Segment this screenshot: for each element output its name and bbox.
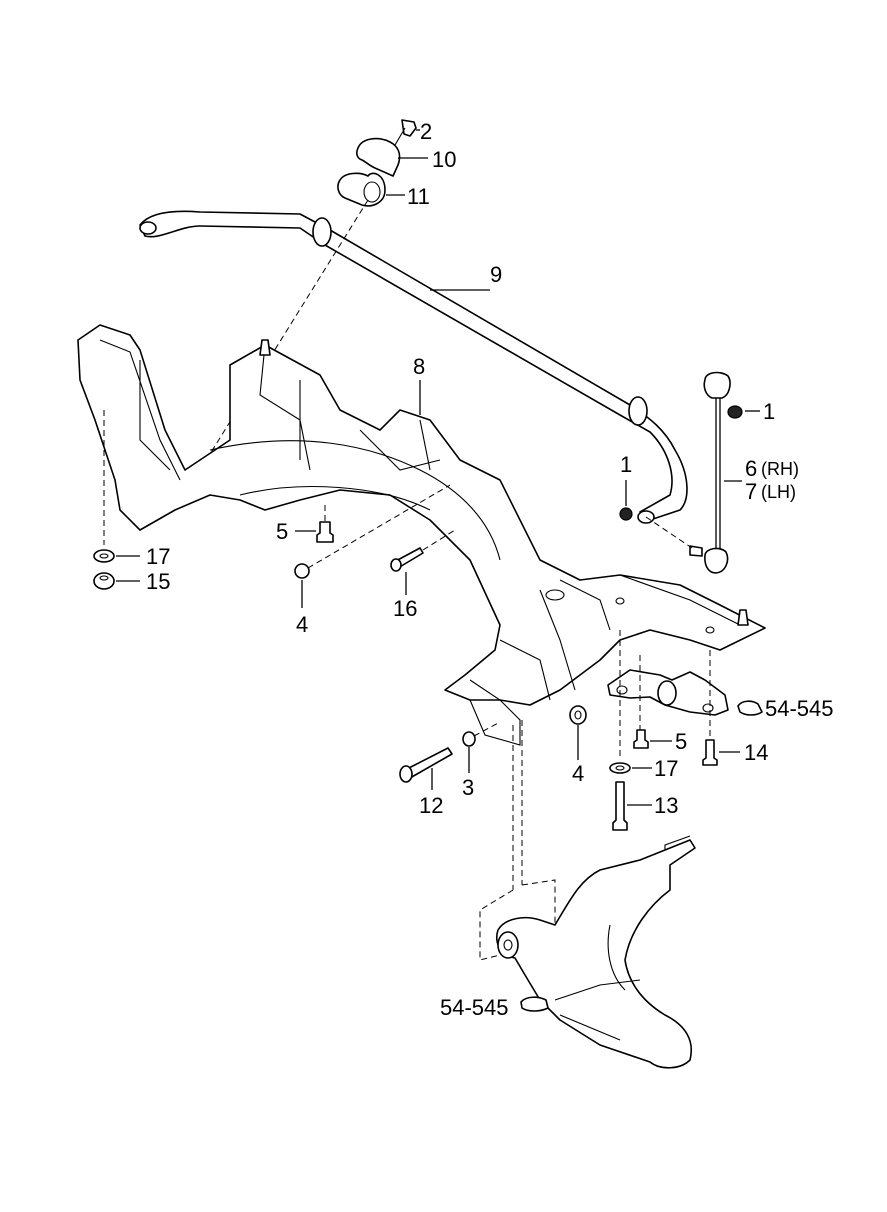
- label-3: 3: [462, 775, 474, 800]
- bushing-11: [337, 172, 386, 207]
- bolt-14: [702, 739, 718, 766]
- label-9: 9: [490, 262, 502, 287]
- callout-labels: 2 10 11 9 8 1 1 6 (RH) 7 (LH) 17 15 5 4 …: [146, 119, 834, 1020]
- washer-3: [462, 731, 476, 747]
- label-5-left: 5: [276, 519, 288, 544]
- label-11: 11: [407, 184, 430, 209]
- label-1-upper: 1: [763, 399, 775, 424]
- lower-arm-bracket: [607, 669, 729, 716]
- stabilizer-link: [689, 371, 731, 574]
- bushing-15: [93, 572, 115, 590]
- leader-lines: [116, 129, 760, 806]
- label-4-right: 4: [572, 761, 584, 786]
- label-15: 15: [146, 569, 170, 594]
- pointer-hand-1: [737, 700, 763, 716]
- label-7-lh: (LH): [761, 482, 796, 502]
- nut-1-upper: [727, 405, 743, 419]
- label-54-545-lower: 54-545: [440, 995, 509, 1020]
- label-6: 6: [745, 456, 757, 481]
- bolt-13: [612, 781, 628, 831]
- label-14: 14: [744, 740, 768, 765]
- label-8: 8: [413, 354, 425, 379]
- pointer-hand-2: [520, 996, 549, 1012]
- label-54-545-upper: 54-545: [765, 696, 834, 721]
- label-4-left: 4: [296, 612, 308, 637]
- lower-control-arm: [479, 835, 696, 1069]
- label-12: 12: [419, 793, 443, 818]
- label-10: 10: [432, 147, 456, 172]
- label-7: 7: [745, 479, 757, 504]
- label-16: 16: [393, 596, 417, 621]
- label-1-lower: 1: [620, 452, 632, 477]
- label-6-rh: (RH): [761, 459, 799, 479]
- label-13: 13: [654, 793, 678, 818]
- bolt-12: [399, 747, 453, 783]
- label-17-right: 17: [654, 756, 678, 781]
- label-5-right: 5: [675, 729, 687, 754]
- nut-1-lower: [619, 507, 633, 521]
- washer-17-left: [93, 549, 115, 563]
- nut-4-left: [294, 563, 310, 579]
- bolt-5-left: [316, 521, 334, 543]
- bolt-2: [394, 119, 417, 146]
- bolt-16: [390, 547, 424, 572]
- bolt-5-right: [633, 729, 649, 749]
- crossmember: [77, 324, 766, 746]
- bracket-10: [356, 137, 401, 177]
- label-17-left: 17: [146, 544, 170, 569]
- nut-4-right: [569, 705, 587, 725]
- washer-17-right: [609, 762, 631, 774]
- label-2: 2: [420, 119, 432, 144]
